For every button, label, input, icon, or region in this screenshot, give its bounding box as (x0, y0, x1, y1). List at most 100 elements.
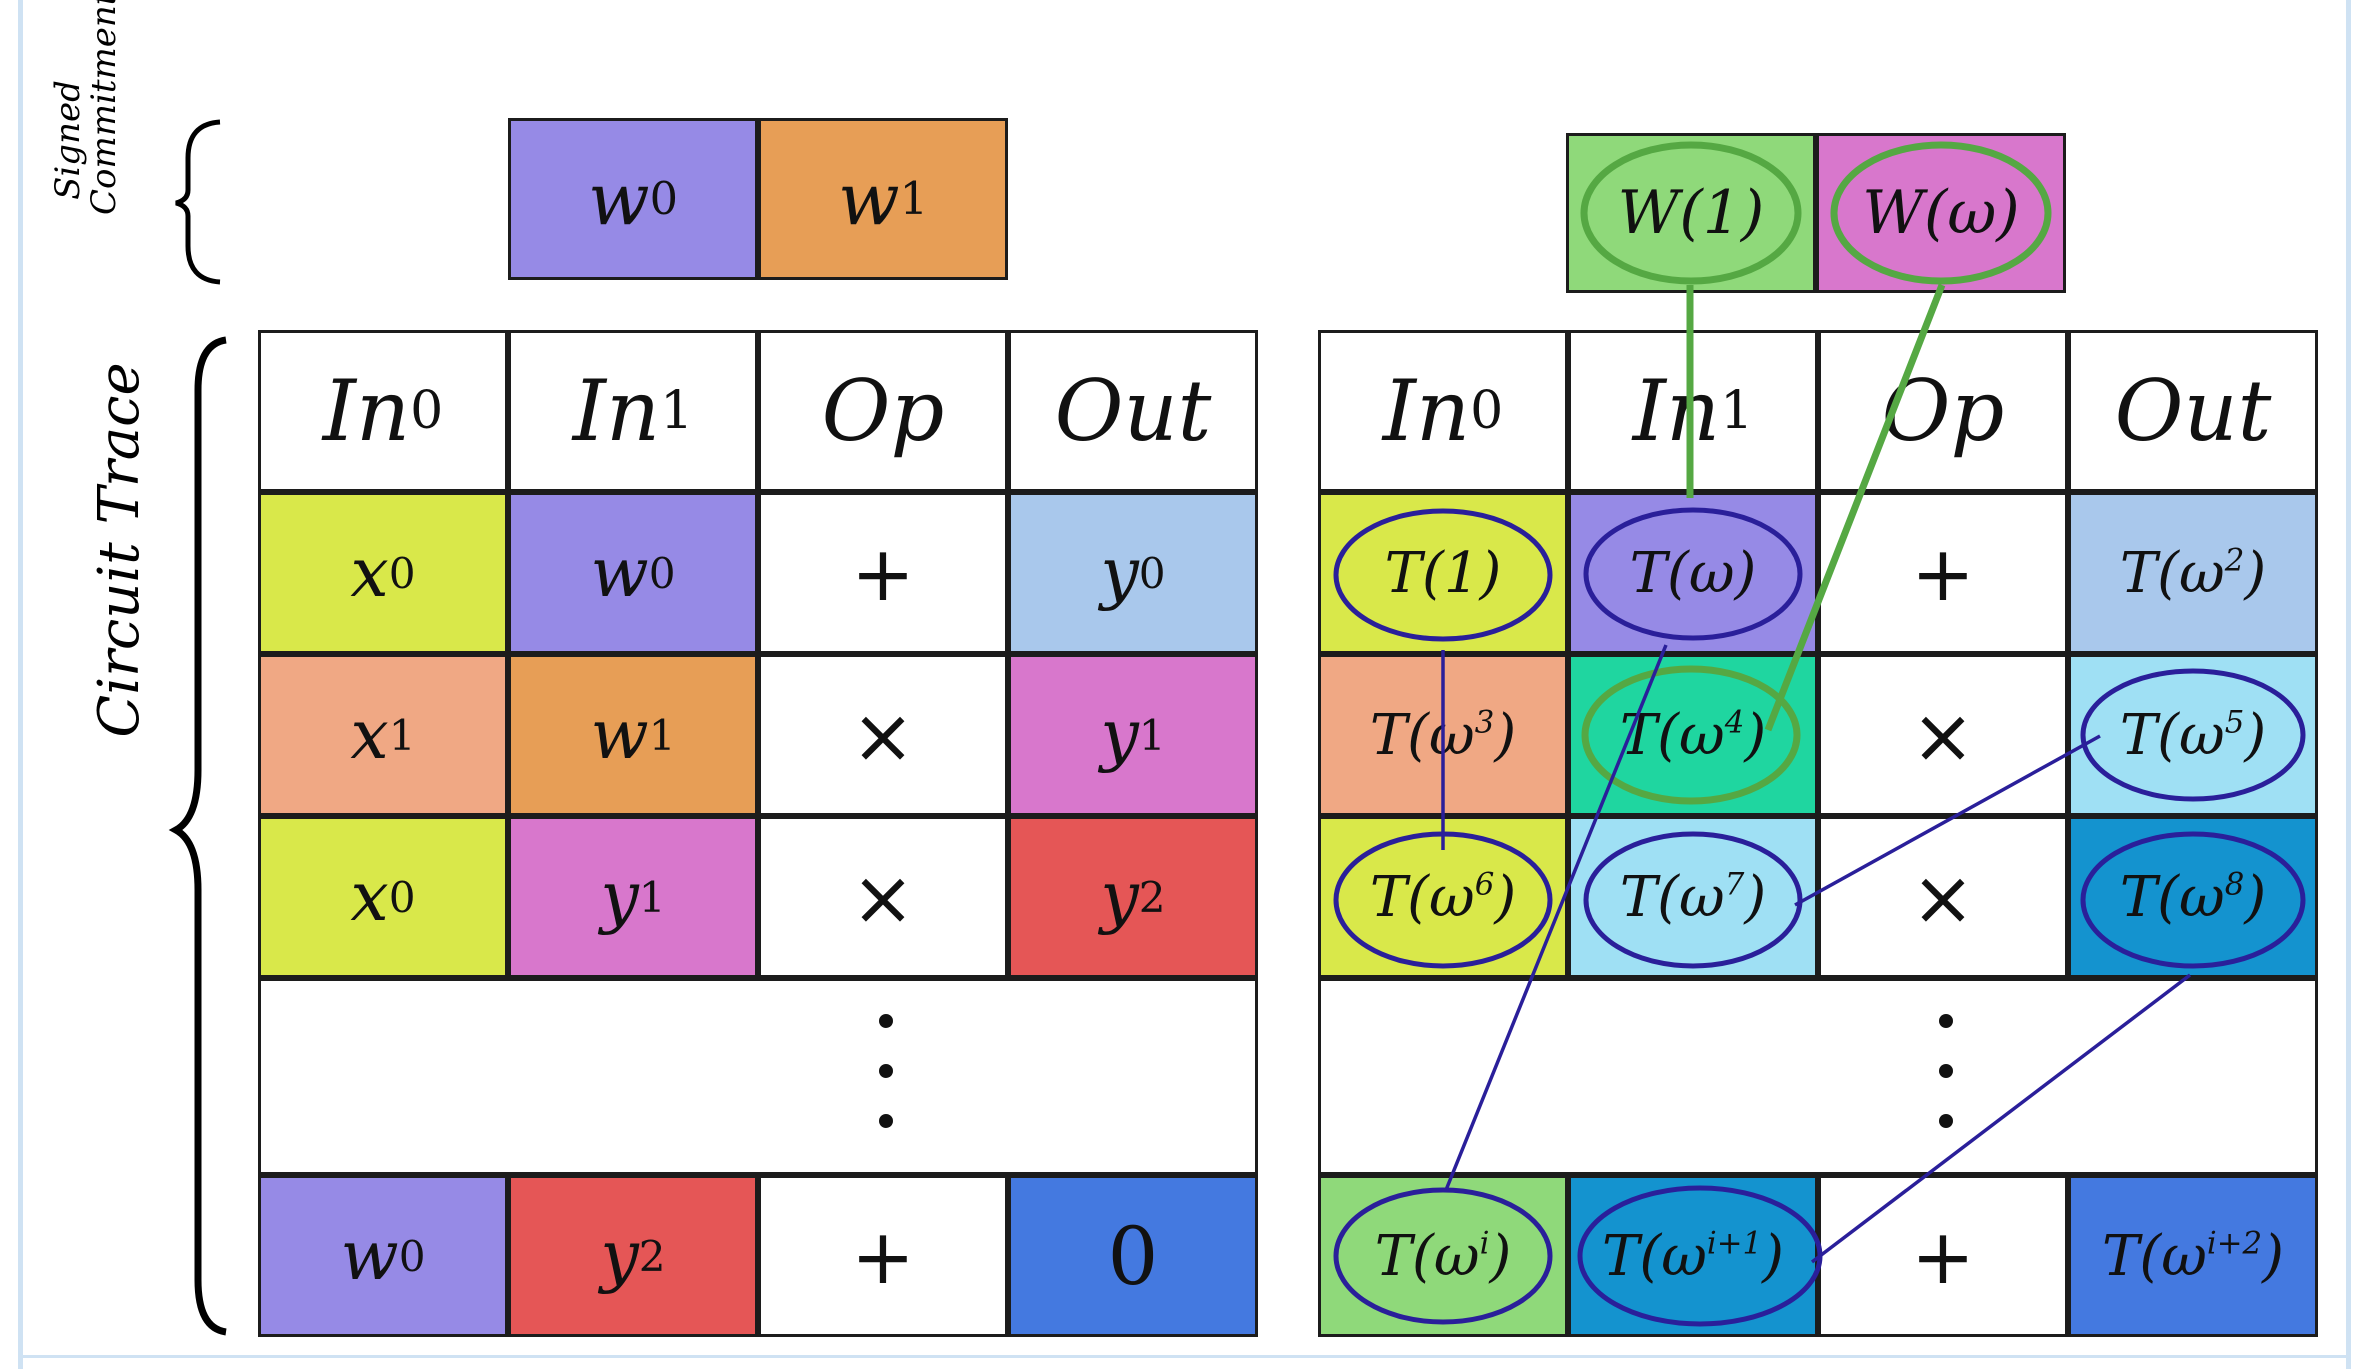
cell-subscript: 1 (660, 381, 694, 441)
trace-value: T(ω4) (1620, 703, 1766, 768)
cell-symbol: w (590, 533, 649, 613)
cell-symbol: Op (821, 362, 945, 460)
zero-value: 0 (1107, 1209, 1159, 1303)
frame-right-border (2346, 0, 2351, 1369)
trace-value: T(ω7) (1620, 865, 1766, 930)
cell-symbol: y (1100, 695, 1139, 775)
trace-base: T(ω (1374, 1223, 1480, 1289)
cell-symbol: x (350, 695, 389, 775)
cell-symbol: x (350, 857, 389, 937)
trace-close-paren: ) (2244, 702, 2267, 768)
trace-close-paren: ) (2262, 1223, 2284, 1289)
cell-subscript: 1 (648, 710, 676, 760)
right-ellipsis-row (1318, 978, 2318, 1175)
right-header-cell: Out (2068, 330, 2318, 492)
copy-link-tomega-ti (1444, 644, 1668, 1191)
operator-symbol: + (851, 528, 915, 618)
trace-value: T(ωi+1) (1602, 1224, 1784, 1289)
cell-symbol: In (1382, 362, 1471, 460)
trace-exponent: i+2 (2206, 1224, 2263, 1261)
trace-base: T(ω) (1629, 540, 1757, 606)
ellipsis-dot (1939, 1014, 1953, 1028)
trace-exponent: i (1479, 1224, 1490, 1261)
left-trace-cell: + (758, 1175, 1008, 1337)
commit-ellipse-t4 (1581, 665, 1801, 805)
commit-ellipse-womega (1830, 141, 2052, 285)
commit-ellipse-w1 (1580, 141, 1802, 285)
operator-symbol: × (851, 852, 915, 942)
ellipsis-dot (1939, 1064, 1953, 1078)
trace-value: T(1) (1385, 541, 1502, 606)
cell-subscript: 2 (1138, 872, 1166, 922)
trace-value: T(ωi) (1375, 1224, 1512, 1289)
right-trace-cell: T(1) (1318, 492, 1568, 654)
right-trace-cell: + (1818, 492, 2068, 654)
trace-close-paren: ) (1744, 864, 1767, 930)
copy-link-t5-t7 (1794, 734, 2101, 907)
trace-value: T(ω2) (2120, 541, 2266, 606)
right-trace-cell: × (1818, 816, 2068, 978)
ellipsis-dot (879, 1064, 893, 1078)
commitment-value: W(ω) (1862, 178, 2020, 248)
right-trace-cell: × (1818, 654, 2068, 816)
trace-value: T(ω8) (2120, 865, 2266, 930)
left-ellipsis-row (258, 978, 1258, 1175)
trace-value: T(ω3) (1370, 703, 1516, 768)
cell-symbol: w (340, 1216, 399, 1296)
copy-link-t8-ti1 (1810, 973, 2192, 1264)
copy-ellipse-t1 (1333, 508, 1553, 642)
right-header-cell: Op (1818, 330, 2068, 492)
left-header-cell: Out (1008, 330, 1258, 492)
left-trace-cell: 0 (1008, 1175, 1258, 1337)
trace-value: T(ω6) (1370, 865, 1516, 930)
trace-close-paren: ) (1744, 702, 1767, 768)
cell-subscript: 0 (398, 1231, 426, 1281)
trace-base: T(ω (1619, 864, 1725, 930)
trace-exponent: i+1 (1706, 1224, 1763, 1261)
right-trace-cell: + (1818, 1175, 2068, 1337)
right-commitment-cell: W(1) (1566, 133, 1816, 293)
trace-base: T(ω (2119, 702, 2225, 768)
copy-ellipse-t8 (2080, 831, 2306, 969)
operator-symbol: + (1911, 528, 1975, 618)
cell-symbol: In (572, 362, 661, 460)
trace-close-paren: ) (2244, 540, 2267, 606)
cell-subscript: 0 (648, 548, 676, 598)
right-trace-cell: T(ωi) (1318, 1175, 1568, 1337)
trace-exponent: 2 (2224, 541, 2245, 578)
trace-base: T(ω (1369, 864, 1475, 930)
commitment-value: W(1) (1617, 178, 1765, 248)
ellipsis-dot (879, 1014, 893, 1028)
cell-symbol: y (600, 1216, 639, 1296)
trace-exponent: 6 (1474, 865, 1495, 902)
commit-link-womega (1764, 283, 1946, 732)
trace-exponent: 4 (1724, 703, 1745, 740)
cell-subscript: 1 (1720, 381, 1754, 441)
cell-subscript: 0 (1138, 548, 1166, 598)
cell-subscript: 1 (1138, 710, 1166, 760)
ellipsis-dot (1939, 1114, 1953, 1128)
cell-subscript: 1 (638, 872, 666, 922)
left-trace-cell: × (758, 816, 1008, 978)
trace-base: T(1) (1384, 540, 1502, 606)
circuit-trace-brace (168, 336, 227, 1336)
trace-base: T(ω (1369, 702, 1475, 768)
cell-symbol: x (350, 533, 389, 613)
right-trace-cell: T(ω7) (1568, 816, 1818, 978)
frame-left-border (18, 0, 23, 1369)
right-trace-cell: T(ω5) (2068, 654, 2318, 816)
trace-exponent: 5 (2224, 703, 2245, 740)
cell-symbol: y (1100, 533, 1139, 613)
operator-symbol: + (851, 1211, 915, 1301)
